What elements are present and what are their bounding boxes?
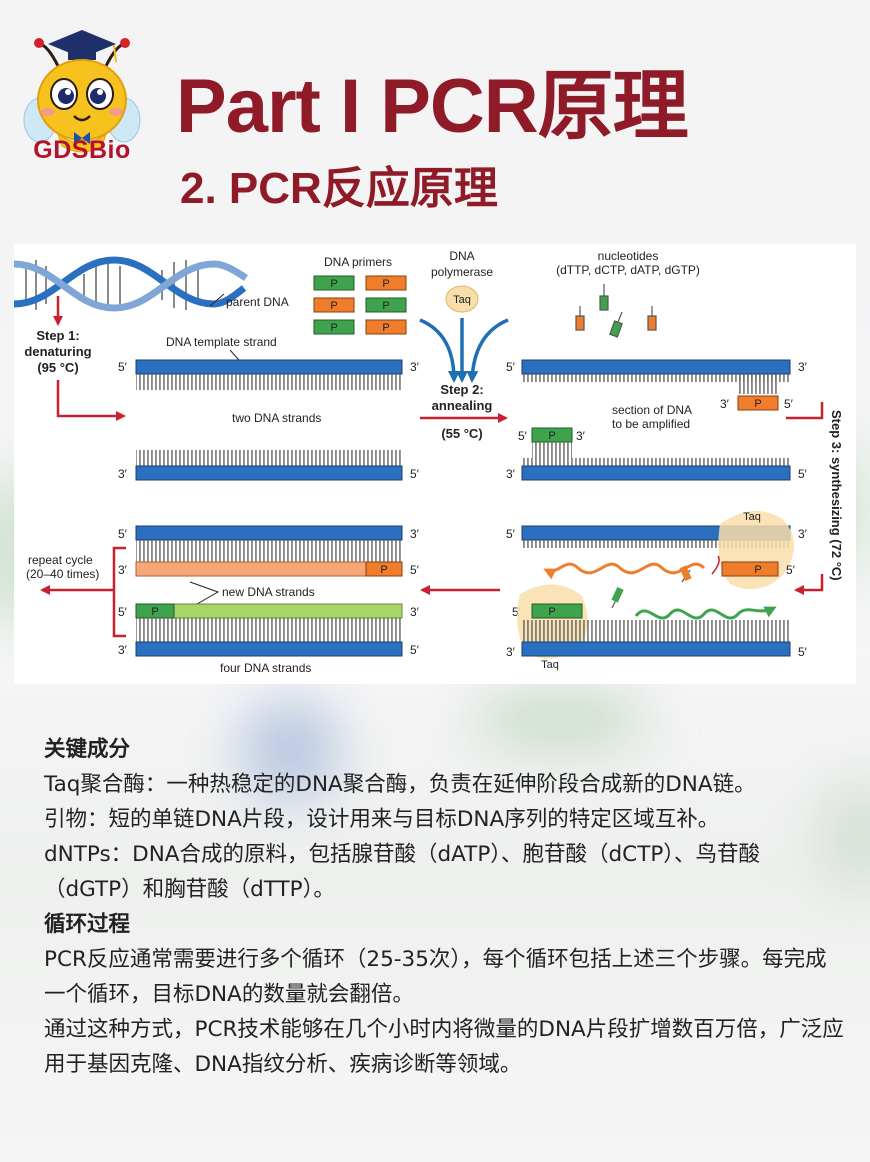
background-blob [470, 690, 650, 750]
strand-end-5: 5′ [410, 467, 420, 481]
taq-label: Taq [743, 511, 761, 523]
step1-temp: (95 °C) [37, 360, 78, 375]
polymerase-label-2: polymerase [431, 265, 493, 279]
strand-end-3: 3′ [798, 527, 808, 541]
parent-dna-label: parent DNA [226, 295, 289, 309]
paragraph-taq: Taq聚合酶：一种热稳定的DNA聚合酶，负责在延伸阶段合成新的DNA链。 [44, 772, 756, 797]
repeat-cycle-count: (20–40 times) [26, 567, 99, 581]
strand-end-5: 5′ [410, 643, 420, 657]
pcr-diagram: parent DNA Step 1: denaturing (95 °C) DN… [14, 244, 856, 684]
paragraph-amplification: 通过这种方式，PCR技术能够在几个小时内将微量的DNA片段扩增数百万倍，广泛应用… [44, 1017, 844, 1077]
strand-end-3: 3′ [798, 360, 808, 374]
strand-end-3: 3′ [506, 467, 516, 481]
primer-set: P P P P P P [313, 275, 407, 335]
primer-letter: P [754, 564, 761, 576]
step2-temp: (55 °C) [441, 426, 482, 441]
heading-key-components: 关键成分 [44, 737, 131, 762]
heading-cycle-process: 循环过程 [44, 912, 131, 937]
template-strand-bottom [135, 465, 403, 481]
paragraph-dntps: dNTPs：DNA合成的原料，包括腺苷酸（dATP）、胞苷酸（dCTP）、鸟苷酸… [44, 842, 761, 902]
logo-text: GDSBio [33, 136, 131, 164]
background-blob [240, 700, 340, 800]
strand-end-5: 5′ [512, 605, 522, 619]
section-label: section of DNA [612, 403, 692, 417]
taq-label: Taq [541, 659, 559, 671]
strand-end-3: 3′ [576, 429, 586, 443]
strand-end-5: 5′ [798, 467, 808, 481]
primer-letter: P [330, 278, 337, 290]
free-nucleotides [575, 284, 657, 338]
paragraph-cycles: PCR反应通常需要进行多个循环（25-35次），每个循环包括上述三个步骤。每完成… [44, 947, 827, 1007]
strand-end-5: 5′ [786, 563, 796, 577]
strand-end-3: 3′ [410, 527, 420, 541]
two-strands-label: two DNA strands [232, 411, 321, 425]
primer-letter: P [330, 322, 337, 334]
primer-letter: P [382, 322, 389, 334]
strand-end-3: 3′ [118, 467, 128, 481]
primer-letter: P [151, 606, 158, 618]
result-strand-2-new [135, 561, 403, 577]
template-strand-synthesis-bottom [521, 641, 791, 657]
result-strand-4 [135, 641, 403, 657]
template-strand-label: DNA template strand [166, 335, 277, 349]
annealed-primer-orange [737, 395, 779, 411]
primer-letter: P [382, 300, 389, 312]
step2-label: Step 2: [440, 382, 483, 397]
primer-letter: P [330, 300, 337, 312]
repeat-cycle-label: repeat cycle [28, 553, 93, 567]
strand-end-5: 5′ [518, 429, 528, 443]
result-strand-3-new [135, 603, 403, 619]
strand-end-5: 5′ [506, 527, 516, 541]
bee-logo [23, 30, 141, 153]
template-strand-bottom-annealed [521, 465, 791, 481]
template-strand-top [135, 359, 403, 375]
strand-end-5: 5′ [118, 360, 128, 374]
strand-end-3: 3′ [118, 563, 128, 577]
page-title: Part I PCR原理 [176, 64, 689, 149]
strand-end-5: 5′ [784, 397, 794, 411]
strand-end-5: 5′ [118, 527, 128, 541]
new-strands-label: new DNA strands [222, 585, 315, 599]
primer-letter: P [754, 398, 761, 410]
strand-end-3: 3′ [720, 397, 730, 411]
strand-end-5: 5′ [118, 605, 128, 619]
strand-end-5: 5′ [506, 360, 516, 374]
primers-label: DNA primers [324, 255, 392, 269]
step1-name: denaturing [24, 344, 91, 359]
nucleotides-types: (dTTP, dCTP, dATP, dGTP) [556, 263, 700, 277]
strand-end-5: 5′ [410, 563, 420, 577]
section-label-2: to be amplified [612, 417, 690, 431]
strand-end-3: 3′ [118, 643, 128, 657]
primer-letter: P [380, 564, 387, 576]
paragraph-primer: 引物：短的单链DNA片段，设计用来与目标DNA序列的特定区域互补。 [44, 807, 720, 832]
result-strand-1 [135, 525, 403, 541]
taq-label: Taq [453, 294, 471, 306]
primer-letter: P [382, 278, 389, 290]
extending-primer-green [531, 603, 583, 619]
step1-label: Step 1: [36, 328, 79, 343]
nucleotides-label: nucleotides [598, 249, 659, 263]
strand-end-3: 3′ [506, 645, 516, 659]
primer-letter: P [548, 606, 555, 618]
primer-letter: P [548, 430, 555, 442]
strand-end-3: 3′ [410, 360, 420, 374]
content-text: 关键成分 Taq聚合酶：一种热稳定的DNA聚合酶，负责在延伸阶段合成新的DNA链… [44, 732, 844, 1082]
four-strands-label: four DNA strands [220, 661, 311, 675]
template-strand-top-annealed [521, 359, 791, 375]
strand-end-3: 3′ [410, 605, 420, 619]
strand-end-5: 5′ [798, 645, 808, 659]
step2-name: annealing [432, 398, 493, 413]
extending-primer-orange [721, 561, 779, 577]
page-subtitle: 2. PCR反应原理 [180, 164, 498, 213]
parent-dna-helix [14, 256, 248, 312]
step3-label: Step 3: synthesizing (72 °C) [829, 410, 844, 581]
taq-enzyme [445, 285, 479, 313]
polymerase-label: DNA [449, 249, 474, 263]
